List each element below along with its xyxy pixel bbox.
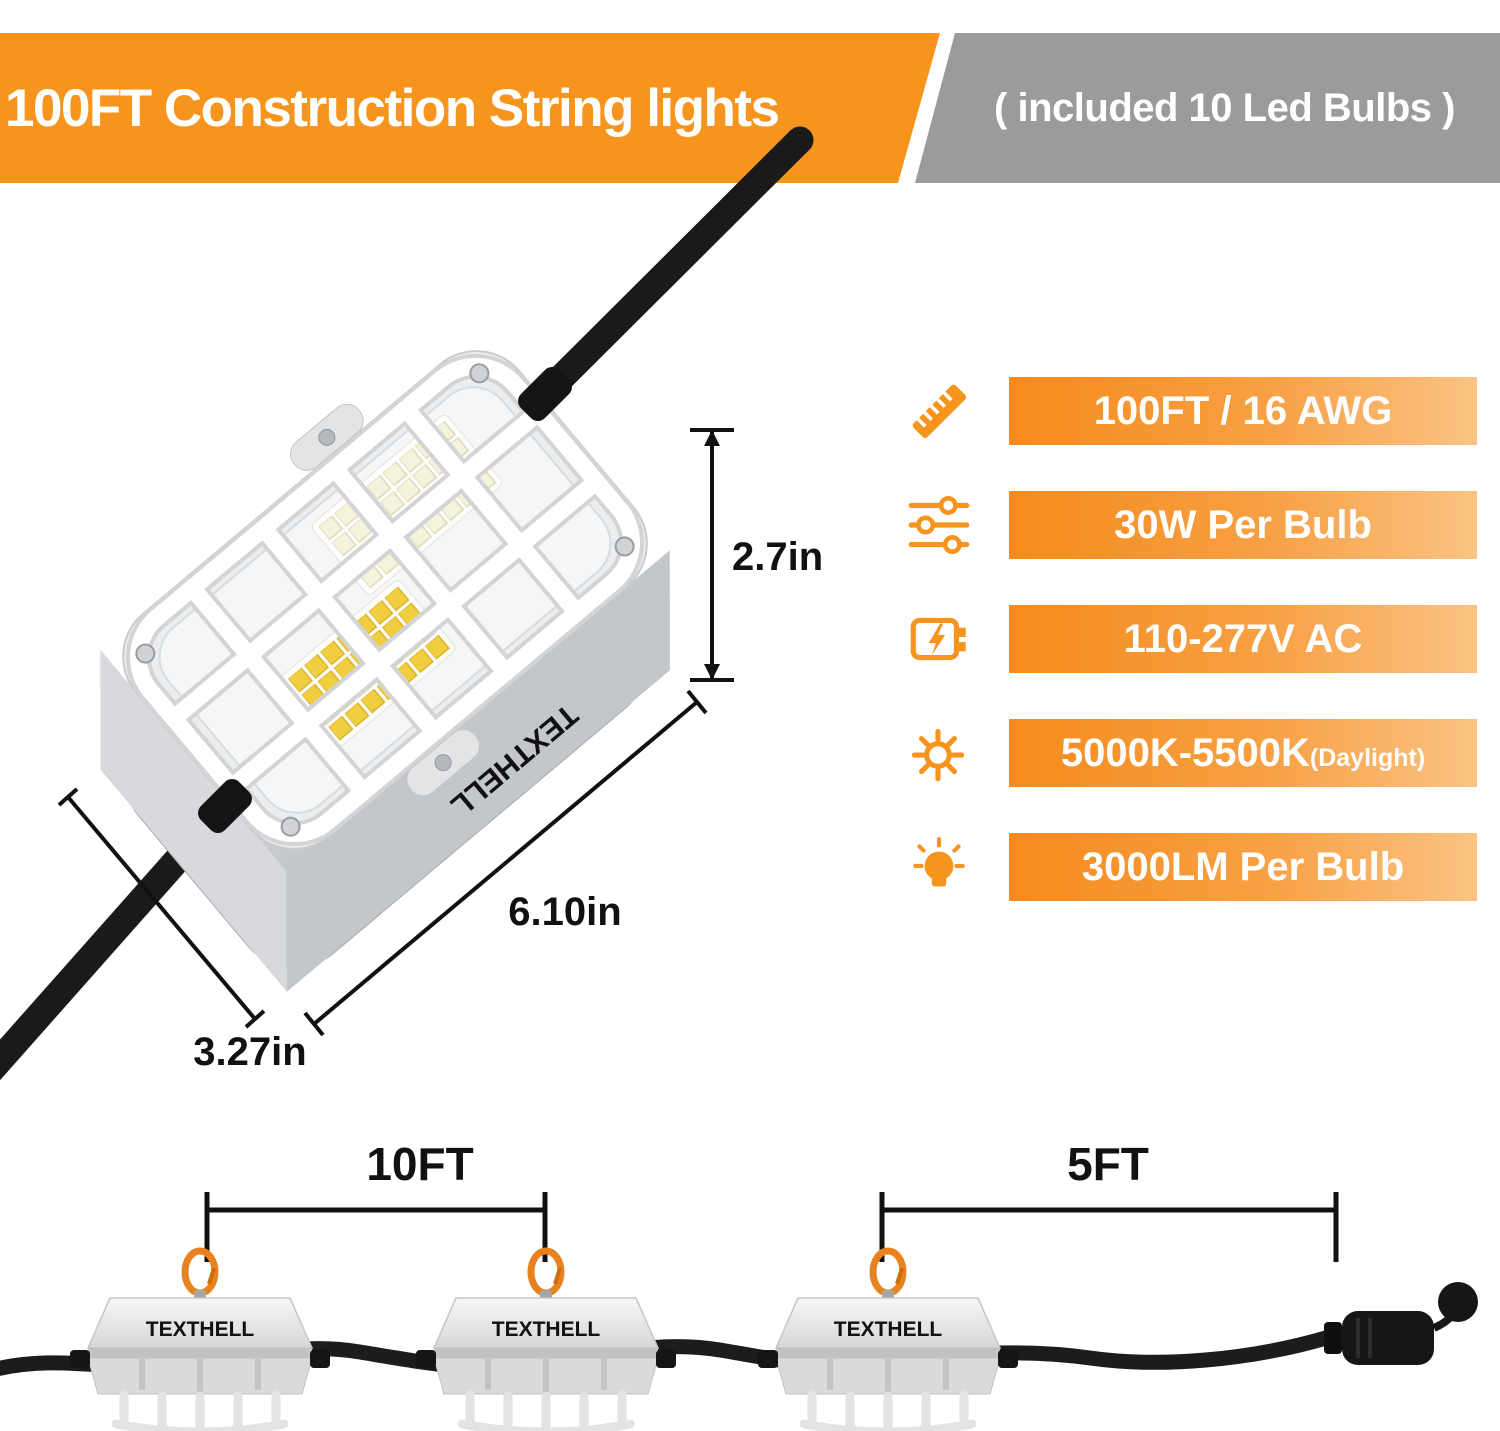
mount-tab <box>290 403 364 471</box>
voltage-icon <box>910 617 966 661</box>
cable-gland-bottom <box>198 779 252 833</box>
light-fixture: TEXTHELL <box>100 350 670 992</box>
dimension-width-label: 3.27in <box>193 1030 306 1074</box>
spec-banner: 5000K-5500K(Daylight) <box>1009 719 1477 787</box>
product-image: TEXTHELL 2.7in 6.10in 3.27in <box>0 126 823 1081</box>
spec-label: 100FT / 16 AWG <box>1093 389 1393 433</box>
dimmer-icon <box>908 495 970 555</box>
sun-icon <box>911 728 965 782</box>
spec-row-voltage: 110-277V AC <box>903 603 1477 675</box>
spec-label-suffix: (Daylight) <box>1309 744 1426 772</box>
dimension-arrows <box>704 430 720 680</box>
bulb-icon <box>913 837 965 887</box>
string-lights-diagram: TEXTHELL 10FT 5FT <box>0 1138 1478 1431</box>
spec-banner: 110-277V AC <box>1009 605 1477 673</box>
cable-gland-top <box>518 367 572 421</box>
spec-label: 30W Per Bulb <box>1114 503 1372 547</box>
header-banner: 100FT Construction String lights <box>0 33 940 183</box>
plug-connector <box>1324 1282 1478 1365</box>
spec-label: 110-277V AC <box>1123 617 1363 661</box>
spec-row-wattage: 30W Per Bulb <box>903 489 1477 561</box>
string-light-2 <box>416 1251 676 1431</box>
spacing-label-left: 10FT <box>366 1138 473 1190</box>
included-badge: ( included 10 Led Bulbs ) <box>994 85 1455 130</box>
spacing-label-right: 5FT <box>1067 1138 1149 1190</box>
spec-banner: 30W Per Bulb <box>1009 491 1477 559</box>
spec-row-color-temp: 5000K-5500K(Daylight) <box>903 717 1477 789</box>
spec-label: 5000K-5500K <box>1060 731 1310 775</box>
spec-banner: 100FT / 16 AWG <box>1009 377 1477 445</box>
spec-list: 100FT / 16 AWG 30W Per Bulb 110- <box>903 375 1477 903</box>
spec-row-lumens: 3000LM Per Bulb <box>903 831 1477 903</box>
dimension-length-label: 6.10in <box>508 890 621 934</box>
string-light-3 <box>758 1251 1018 1431</box>
spec-banner: 3000LM Per Bulb <box>1009 833 1477 901</box>
page-title: 100FT Construction String lights <box>5 78 779 138</box>
spec-label: 3000LM Per Bulb <box>1081 845 1405 889</box>
fixture-side-bottom <box>286 550 670 992</box>
mount-tab-2 <box>406 729 480 797</box>
ruler-icon <box>912 384 967 439</box>
screws <box>135 363 635 837</box>
plug-cap <box>1438 1282 1478 1322</box>
spec-row-length: 100FT / 16 AWG <box>903 375 1477 447</box>
dimension-height-label: 2.7in <box>732 535 823 579</box>
dimension-lines <box>57 428 734 1037</box>
string-light-1 <box>70 1251 330 1431</box>
cage-guard <box>125 353 645 847</box>
spacing-dimension-lines <box>204 1192 1339 1262</box>
power-cable-top <box>531 126 814 408</box>
fixture-side-left <box>100 649 287 992</box>
included-badge-banner: ( included 10 Led Bulbs ) <box>915 33 1500 183</box>
